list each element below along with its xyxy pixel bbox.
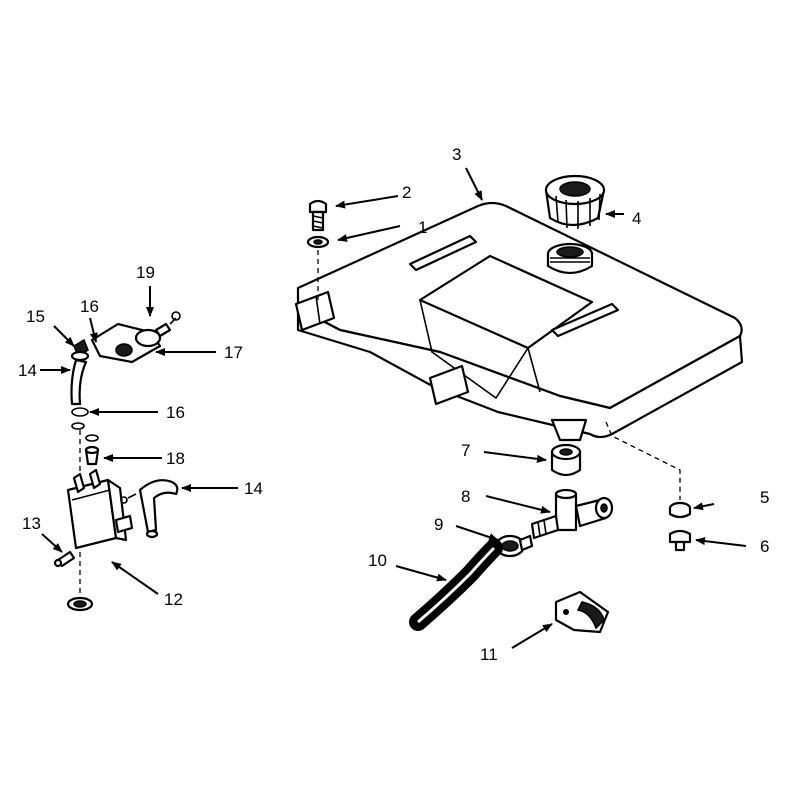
callout-9: 9 bbox=[434, 515, 443, 534]
callout-8: 8 bbox=[461, 487, 470, 506]
leader-7 bbox=[483, 451, 547, 463]
callout-5: 5 bbox=[760, 488, 769, 507]
leader-5 bbox=[693, 502, 715, 511]
leader-9 bbox=[455, 525, 499, 541]
tank-bolt bbox=[668, 529, 692, 552]
callout-17: 17 bbox=[224, 343, 243, 362]
leader-12 bbox=[111, 561, 159, 595]
fuel-pump bbox=[66, 468, 134, 550]
callout-16b: 16 bbox=[166, 403, 185, 422]
plug-fitting bbox=[84, 445, 100, 466]
callout-10: 10 bbox=[368, 551, 387, 570]
callout-14b: 14 bbox=[244, 479, 263, 498]
leader-10 bbox=[395, 565, 447, 582]
callout-13: 13 bbox=[22, 514, 41, 533]
callout-1: 1 bbox=[418, 218, 427, 237]
hose-clamp-ring bbox=[71, 422, 85, 430]
tee-fitting bbox=[530, 488, 614, 540]
leader-2 bbox=[335, 195, 399, 209]
tank-washer bbox=[306, 235, 330, 249]
leader-8 bbox=[485, 495, 551, 514]
clip-ring bbox=[85, 434, 99, 442]
callout-7: 7 bbox=[461, 441, 470, 460]
callout-16a: 16 bbox=[80, 297, 99, 316]
leader-13 bbox=[41, 533, 63, 553]
callout-labels: 1 2 3 4 5 6 7 8 9 10 11 12 13 14 14 15 1… bbox=[18, 145, 769, 664]
leader-6 bbox=[695, 537, 747, 547]
filler-neck bbox=[546, 242, 594, 275]
leader-16a bbox=[89, 317, 98, 343]
hose-bracket bbox=[554, 590, 610, 634]
pump-clamp bbox=[66, 596, 94, 612]
leader-15 bbox=[53, 325, 75, 347]
pump-screw bbox=[53, 550, 76, 568]
tank-screw bbox=[308, 199, 328, 232]
callout-18: 18 bbox=[166, 449, 185, 468]
callout-12: 12 bbox=[164, 590, 183, 609]
hose-clamp-lower bbox=[71, 407, 89, 417]
filler-cap bbox=[544, 174, 606, 229]
leader-3 bbox=[465, 167, 483, 201]
callout-14a: 14 bbox=[18, 361, 37, 380]
leader-1 bbox=[337, 225, 401, 242]
fuel-hose bbox=[409, 539, 503, 631]
callout-6: 6 bbox=[760, 537, 769, 556]
callout-15: 15 bbox=[26, 307, 45, 326]
upper-hose bbox=[70, 350, 90, 406]
leader-11 bbox=[511, 623, 553, 649]
callout-3: 3 bbox=[452, 145, 461, 164]
hose-clamp bbox=[494, 534, 534, 558]
tank-nut bbox=[550, 443, 582, 477]
callout-19: 19 bbox=[136, 263, 155, 282]
callout-2: 2 bbox=[402, 183, 411, 202]
leader-lines bbox=[40, 167, 747, 649]
pump-hose bbox=[120, 479, 179, 539]
fuel-tank bbox=[294, 201, 744, 442]
callout-11: 11 bbox=[480, 645, 498, 664]
grommet bbox=[668, 501, 692, 519]
fuel-filter bbox=[90, 311, 181, 364]
callout-4: 4 bbox=[632, 209, 641, 228]
